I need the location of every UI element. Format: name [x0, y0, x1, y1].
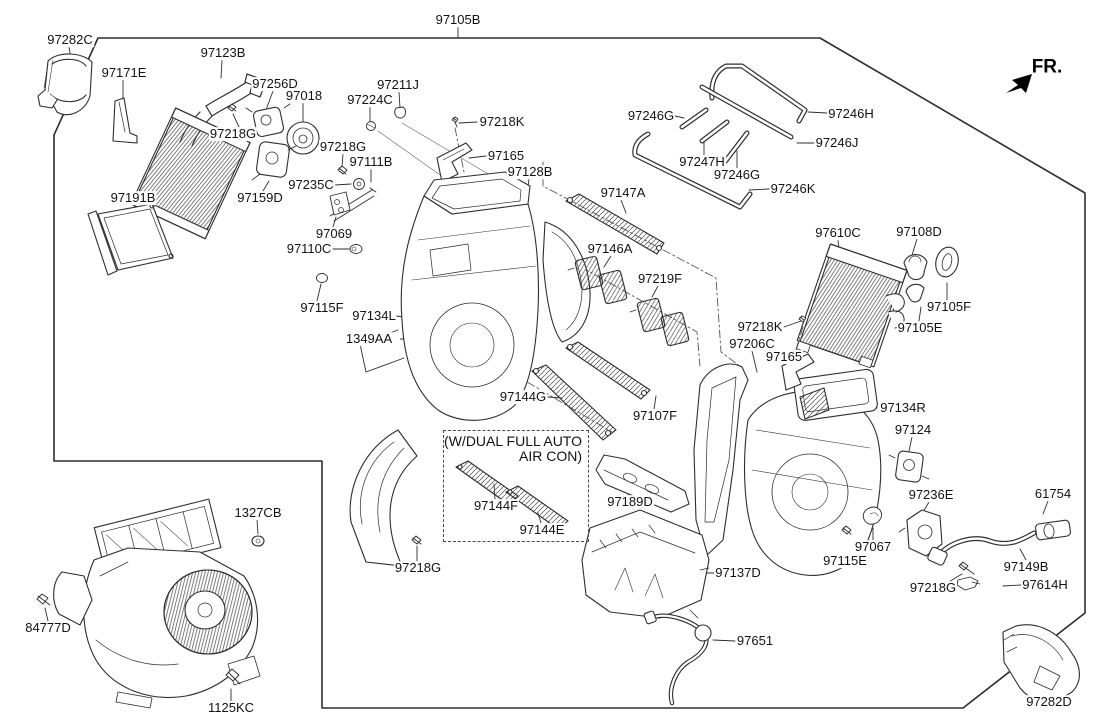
part-assembled-unit	[36, 498, 265, 709]
nut-1327CB	[251, 535, 265, 547]
part-door-97144E	[505, 485, 569, 530]
part-actuator-97159D	[251, 141, 297, 181]
part-duct-97189D	[595, 454, 690, 513]
part-bracket-97171E	[112, 97, 138, 144]
knob-97067	[862, 506, 883, 525]
part-floor-tray-97137D	[581, 509, 710, 619]
diagram-border	[53, 37, 1086, 709]
part-seal-ring-97018	[286, 121, 320, 155]
nut-97115E	[841, 525, 852, 535]
seal-97246G-1	[679, 107, 709, 130]
part-drain-hose-97651	[643, 610, 712, 706]
part-seal-frame-97206C	[693, 363, 749, 557]
nut-97115F	[316, 273, 328, 283]
part-grommet-97105F	[935, 246, 959, 278]
screw-97218K-1	[451, 116, 459, 128]
seal-97246J	[699, 84, 794, 140]
part-actuator-97236E	[898, 509, 943, 557]
screw-97218K-2	[798, 315, 807, 323]
seal-97246G-2	[721, 130, 750, 166]
part-grille-97147A	[565, 193, 665, 255]
bolt-1125KC	[225, 668, 241, 685]
part-seal-strips	[632, 63, 808, 210]
note-line-1: (W/DUAL FULL AUTO	[444, 433, 582, 449]
part-doors-97146A	[567, 255, 628, 305]
gear-97235C	[353, 178, 365, 190]
part-outlet-duct-97282C	[37, 53, 93, 116]
clip-97211J	[394, 106, 407, 119]
part-strip-97144G	[531, 364, 617, 441]
seal-97246K	[632, 131, 753, 210]
part-evaporator-97610C	[796, 243, 908, 369]
part-clamp-97105E	[905, 283, 925, 303]
fitting-97614H	[956, 576, 979, 591]
part-strip-97107F	[565, 341, 651, 400]
screw-97218G-4	[411, 535, 422, 545]
seal-97247H	[699, 119, 730, 144]
note-line-2: AIR CON)	[519, 448, 582, 464]
fr-direction-arrow	[1006, 74, 1032, 93]
fr-label: FR.	[1031, 56, 1063, 78]
part-actuator-97124	[888, 450, 930, 483]
bracket-97069	[329, 191, 351, 216]
part-actuator-97256D	[245, 103, 291, 138]
screw-84777D	[36, 593, 51, 606]
part-outlet-duct-97282D	[1002, 624, 1080, 704]
part-cover-panel-97191B	[87, 203, 174, 276]
note-dual-full-auto-aircon: (W/DUAL FULL AUTO AIR CON)	[443, 430, 589, 542]
part-inlet-97134R	[793, 368, 878, 421]
part-doors-97219F	[629, 297, 690, 347]
screw-97218G-2	[337, 165, 348, 175]
part-cap-97108D	[903, 254, 928, 281]
seal-97246H	[709, 63, 808, 124]
assembly-thin-lines	[377, 122, 491, 183]
screw-97218G-1	[227, 103, 237, 112]
screw-97218G-3	[958, 561, 975, 575]
part-duct-elbow	[349, 429, 422, 567]
fasteners-right	[841, 506, 981, 591]
part-hose-61754-97149B	[927, 519, 1071, 566]
